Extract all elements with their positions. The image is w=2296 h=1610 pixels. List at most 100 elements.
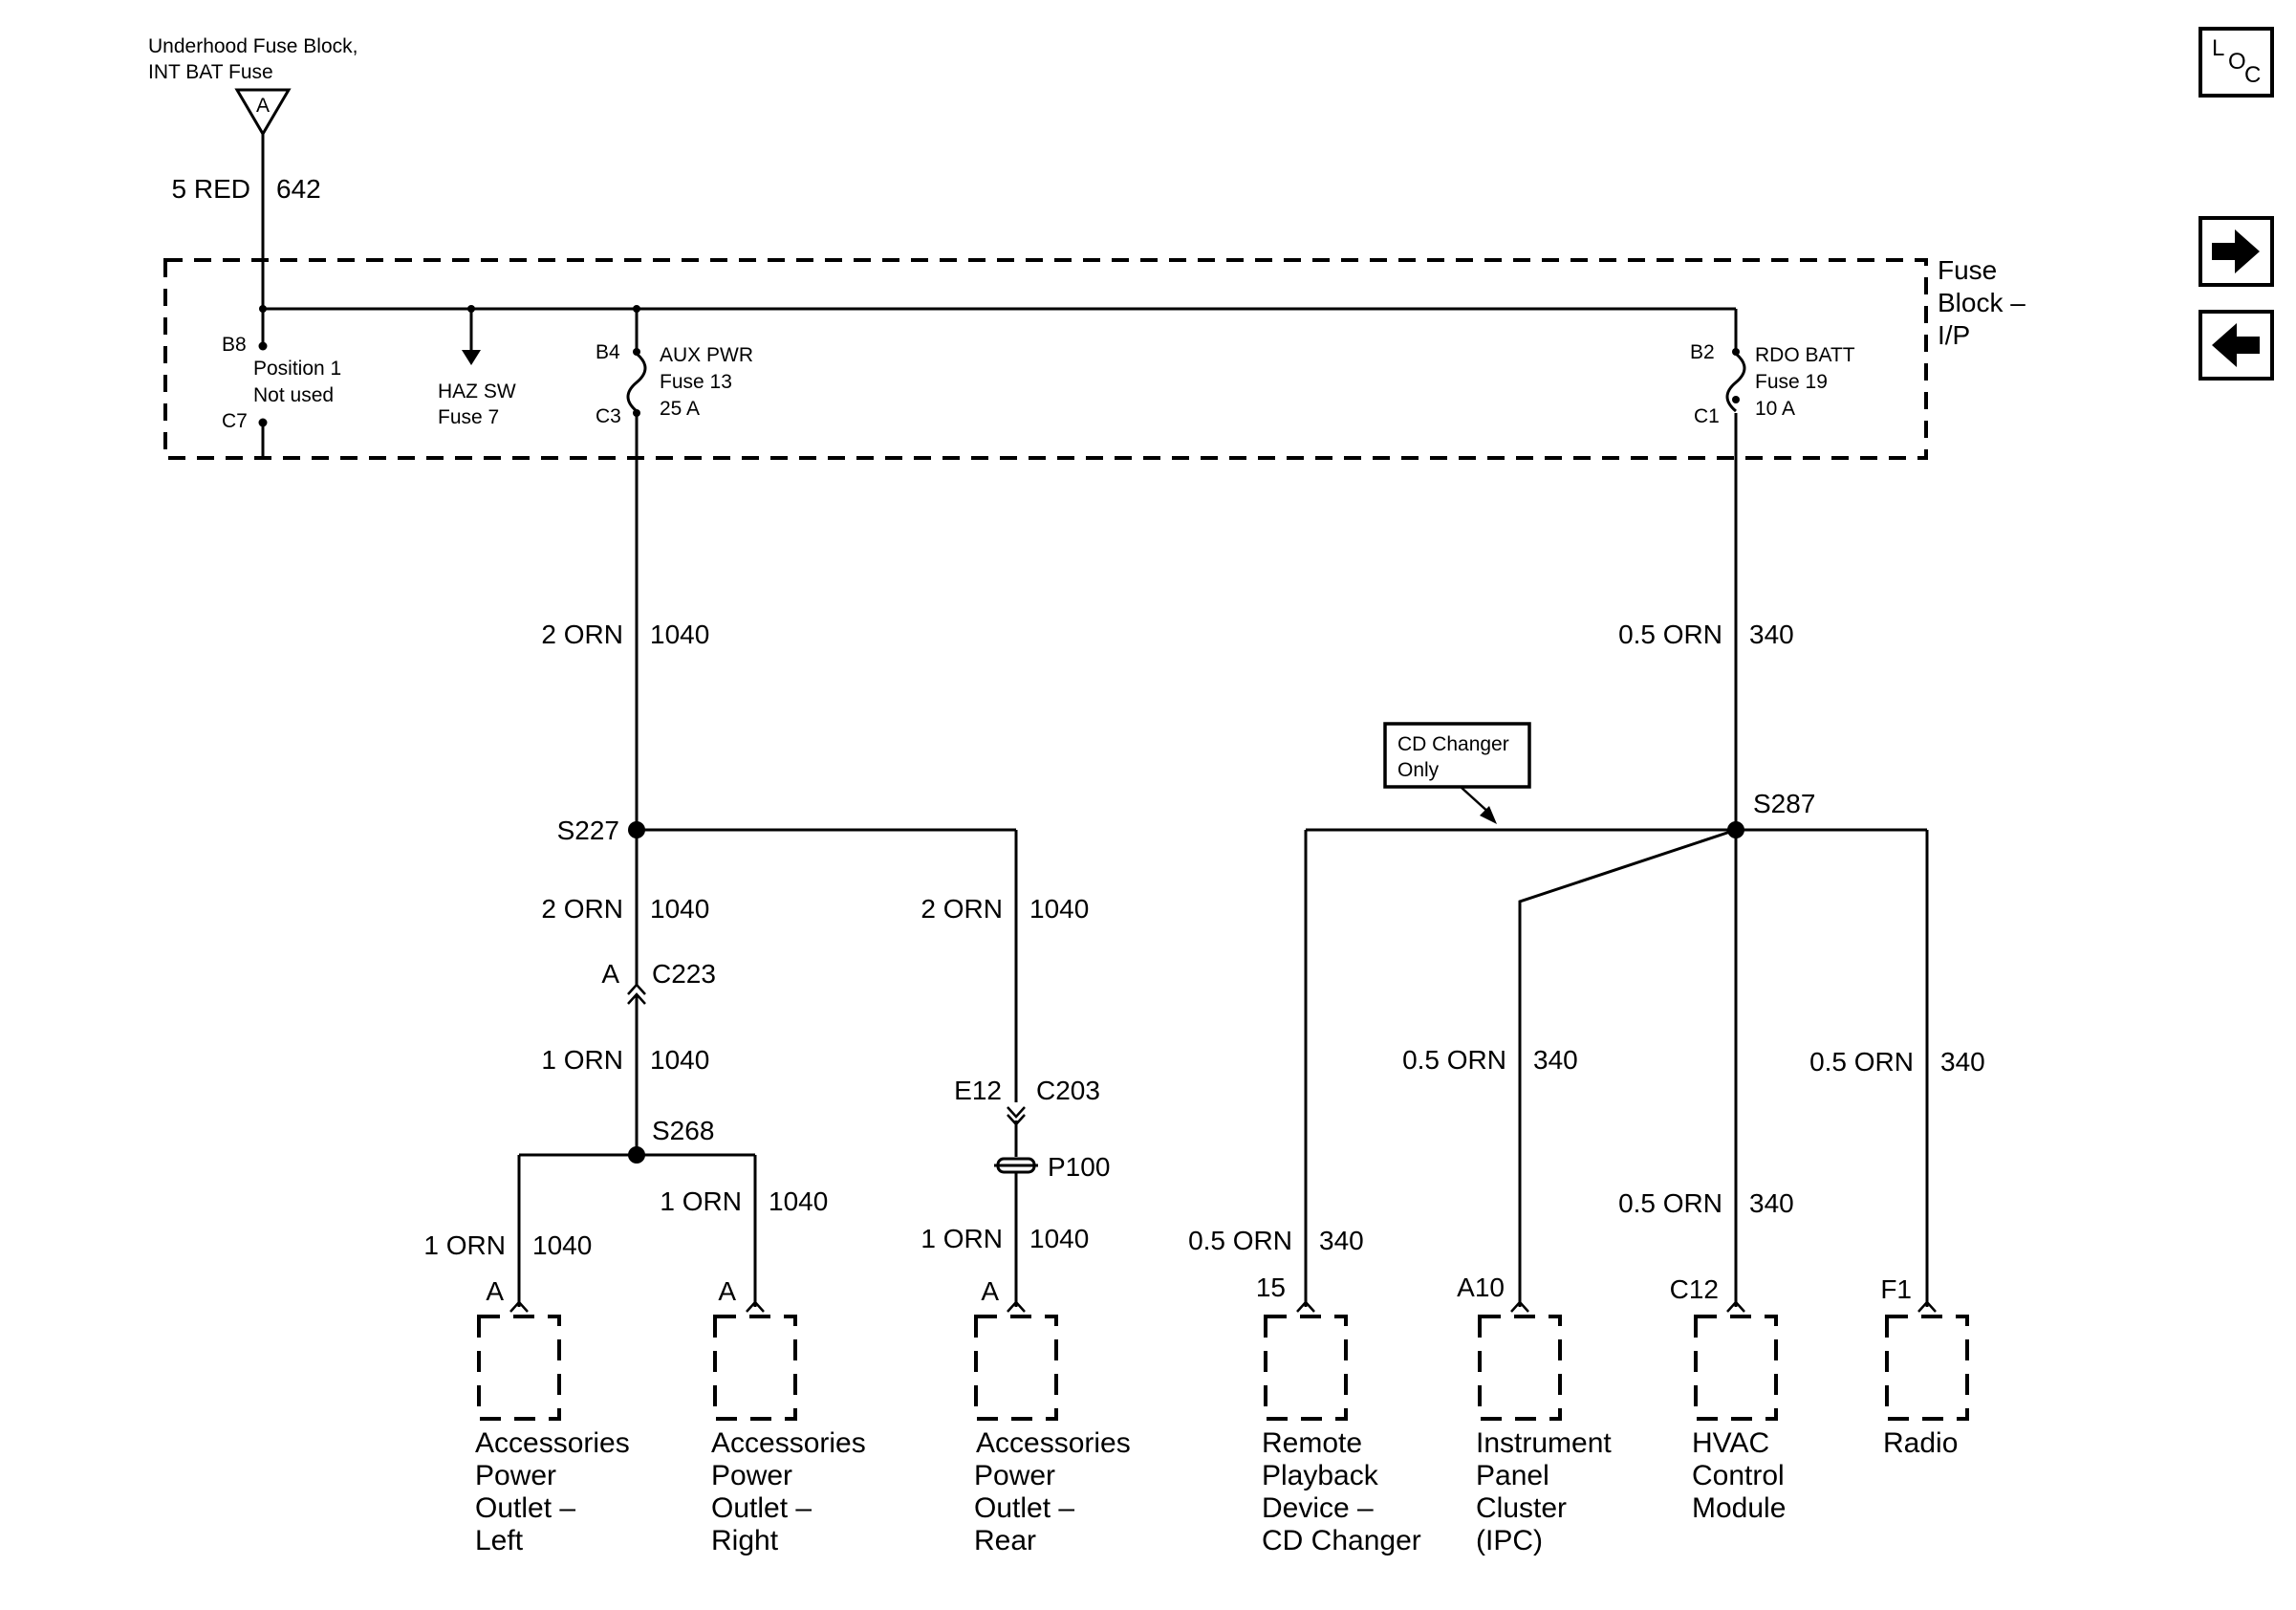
back-button[interactable]	[2199, 310, 2274, 381]
haz-sw-label-line2: Fuse 7	[438, 406, 499, 428]
outlet-rear-wire-circuit: 1040	[1029, 1224, 1089, 1253]
hvac-wire-circuit: 340	[1749, 1188, 1794, 1218]
connector-chevron-icon	[1917, 1300, 1937, 1313]
note-line1: CD Changer	[1397, 733, 1509, 755]
ipc-line3: Cluster	[1476, 1492, 1567, 1524]
aux-pwr-label-line1: AUX PWR	[660, 344, 753, 366]
circuit-1040: 2 ORN 1040 S227 2 ORN 1040 A C223 1 ORN …	[423, 413, 1110, 1307]
loc-button[interactable]: L O C	[2199, 27, 2274, 98]
aux-pwr-pin-bottom: C3	[596, 405, 621, 427]
outlet-rear-line1: Accessories	[976, 1427, 1131, 1459]
outlet-left-line1: Accessories	[475, 1427, 630, 1459]
forward-button[interactable]	[2199, 216, 2274, 287]
position-1-slot: B8 Position 1 Not used C7	[222, 309, 341, 457]
position-1-label-line2: Not used	[253, 384, 334, 406]
fuse-block-ip: Fuse Block – I/P B8 Position 1 Not used …	[163, 255, 2025, 460]
connector-chevron-icon	[746, 1300, 765, 1313]
ipc-wire-circuit: 340	[1533, 1045, 1578, 1075]
connector-chevron-icon	[1726, 1300, 1745, 1313]
loc-letter-c: C	[2244, 62, 2261, 88]
ipc-line4: (IPC)	[1476, 1525, 1543, 1556]
connector-c203-name: C203	[1036, 1076, 1100, 1105]
position-1-pin-top: B8	[222, 334, 247, 356]
connector-chevron-icon	[509, 1300, 529, 1313]
outlet-rear-wire-size: 1 ORN	[921, 1224, 1003, 1253]
outlet-left-pin: A	[486, 1276, 504, 1306]
outlet-right-line1: Accessories	[711, 1427, 866, 1459]
radio-pin: F1	[1880, 1274, 1912, 1304]
rdo-batt-fuse-icon	[1725, 352, 1746, 413]
hvac-line3: Module	[1692, 1492, 1786, 1524]
s227-right-wire-size: 2 ORN	[921, 894, 1003, 924]
radio-line1: Radio	[1883, 1427, 1958, 1459]
source-label-line2: INT BAT Fuse	[148, 61, 273, 83]
note-line2: Only	[1397, 759, 1440, 781]
aux-pwr-label-line2: Fuse 13	[660, 371, 732, 393]
connector-c203-pin: E12	[954, 1076, 1002, 1105]
outlet-right-line2: Power	[711, 1460, 792, 1491]
aux-pwr-fuse-icon	[626, 352, 647, 413]
hvac-line2: Control	[1692, 1460, 1785, 1491]
outlet-right-pin: A	[718, 1276, 736, 1306]
outlet-left-line3: Outlet –	[475, 1492, 575, 1524]
rdo-main-wire-size: 0.5 ORN	[1618, 620, 1722, 649]
source-label-line1: Underhood Fuse Block,	[148, 35, 357, 57]
outlet-left-wire-size: 1 ORN	[423, 1230, 506, 1260]
component-outlet-rear: A Accessories Power Outlet – Rear	[974, 1276, 1131, 1556]
hvac-pin: C12	[1670, 1274, 1719, 1304]
remote-wire-size: 0.5 ORN	[1188, 1226, 1292, 1255]
source-wire-size: 5 RED	[172, 174, 250, 204]
component-hvac-control-module: C12 HVAC Control Module	[1670, 1274, 1787, 1524]
connector-chevron-icon	[1296, 1300, 1315, 1313]
outlet-left-wire-circuit: 1040	[532, 1230, 592, 1260]
haz-sw-arrow-icon	[462, 350, 481, 365]
fuse-block-title-line3: I/P	[1938, 320, 1970, 350]
radio-wire-circuit: 340	[1940, 1047, 1985, 1077]
ipc-pin: A10	[1457, 1273, 1505, 1302]
position-1-label-line1: Position 1	[253, 358, 341, 380]
outlet-right-wire-size: 1 ORN	[660, 1186, 742, 1216]
source-connector-label: A	[256, 95, 270, 117]
component-outlet-left: A Accessories Power Outlet – Left	[475, 1276, 630, 1556]
s227-down-wire-circuit: 1040	[650, 894, 709, 924]
splice-s287-label: S287	[1753, 789, 1815, 818]
pass-through-p100: P100	[994, 1152, 1110, 1182]
connector-c223: A C223	[601, 959, 716, 1005]
haz-sw-fuse: HAZ SW Fuse 7	[438, 309, 516, 428]
ipc-line2: Panel	[1476, 1460, 1549, 1491]
remote-pin: 15	[1256, 1273, 1286, 1302]
c223-down-wire-size: 1 ORN	[541, 1045, 623, 1075]
rdo-batt-label-line3: 10 A	[1755, 398, 1795, 420]
rdo-batt-label-line1: RDO BATT	[1755, 344, 1855, 366]
component-radio: F1 Radio	[1880, 1274, 1969, 1459]
rdo-batt-pin-top: B2	[1690, 341, 1715, 363]
ipc-line1: Instrument	[1476, 1427, 1612, 1459]
connector-chevron-icon	[1007, 1300, 1026, 1313]
radio-wire-size: 0.5 ORN	[1809, 1047, 1914, 1077]
connector-c223-name: C223	[652, 959, 716, 989]
source-connector-triangle	[234, 88, 292, 137]
cd-changer-only-note: CD Changer Only	[1383, 722, 1531, 824]
remote-line1: Remote	[1262, 1427, 1362, 1459]
ipc-wire-size: 0.5 ORN	[1402, 1045, 1506, 1075]
connector-c223-pin: A	[601, 959, 619, 989]
splice-s268-label: S268	[652, 1116, 714, 1145]
rdo-batt-pin-bottom: C1	[1694, 405, 1720, 427]
loc-letter-o: O	[2228, 49, 2246, 75]
outlet-rear-line2: Power	[974, 1460, 1055, 1491]
position-1-pin-bottom: C7	[222, 410, 248, 432]
outlet-left-line4: Left	[475, 1525, 524, 1556]
aux-pwr-fuse: B4 C3 AUX PWR Fuse 13 25 A	[596, 309, 753, 427]
arrow-right-icon	[2212, 229, 2260, 273]
haz-sw-label-line1: HAZ SW	[438, 381, 516, 402]
source-underhood-fuse-block: Underhood Fuse Block, INT BAT Fuse A 5 R…	[148, 35, 357, 309]
component-outlet-right: A Accessories Power Outlet – Right	[711, 1276, 866, 1556]
c223-down-wire-circuit: 1040	[650, 1045, 709, 1075]
rdo-batt-label-line2: Fuse 19	[1755, 371, 1828, 393]
remote-line3: Device –	[1262, 1492, 1374, 1524]
aux-main-wire-circuit: 1040	[650, 620, 709, 649]
outlet-rear-line4: Rear	[974, 1525, 1036, 1556]
fuse-block-title-line1: Fuse	[1938, 255, 1997, 285]
aux-pwr-pin-top: B4	[596, 341, 620, 363]
